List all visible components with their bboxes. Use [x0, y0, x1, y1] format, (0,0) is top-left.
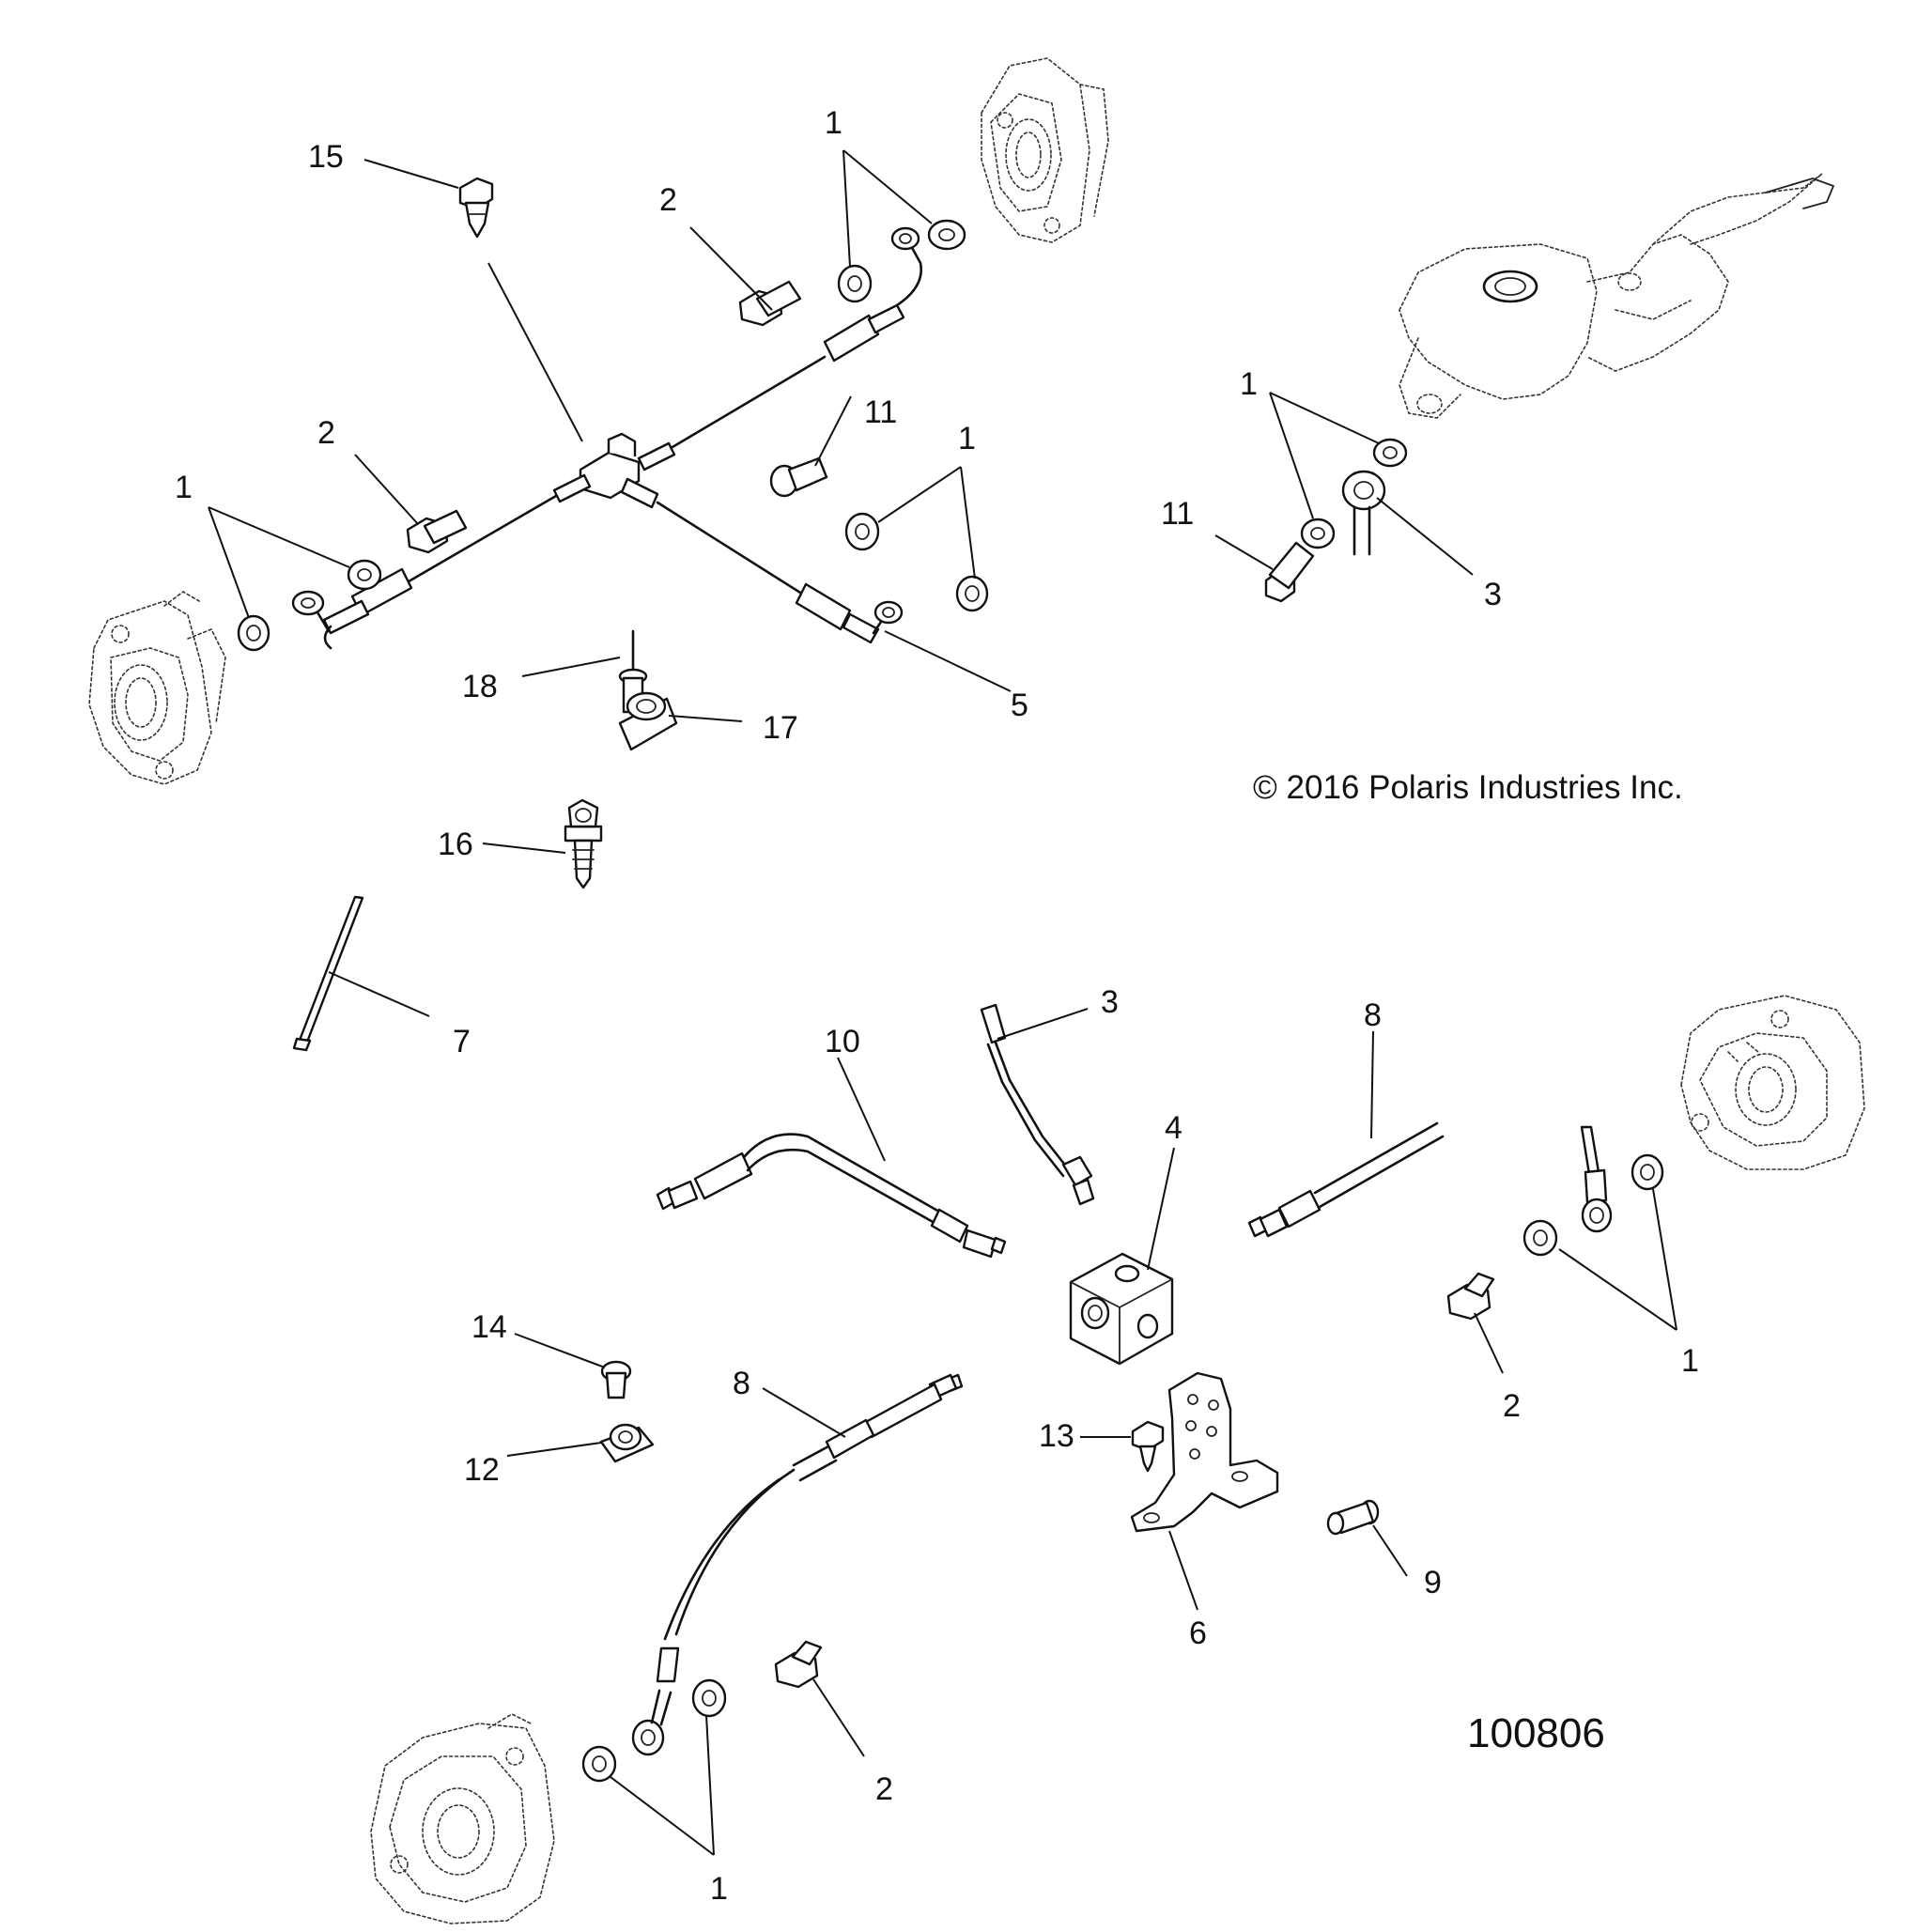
p-clamp-12	[599, 1423, 655, 1463]
cable-tie-7	[292, 895, 364, 1052]
washer-1-k	[691, 1678, 727, 1718]
callout-15: 15	[308, 139, 344, 175]
torx-screw-15	[458, 177, 494, 239]
front-right-brake-caliper	[981, 57, 1109, 243]
washer-1-g	[1372, 438, 1408, 468]
hose-clamp-17	[618, 691, 678, 751]
rear-left-brake-caliper	[370, 1713, 555, 1924]
callout-11-mid: 11	[864, 394, 897, 430]
callout-4: 4	[1165, 1110, 1182, 1146]
screw-14	[600, 1360, 632, 1399]
washer-1-f	[955, 575, 989, 612]
rear-right-brake-caliper	[1680, 995, 1865, 1170]
callout-1-master: 1	[1240, 366, 1258, 402]
callout-2-rear-right: 2	[1503, 1388, 1521, 1424]
banjo-bolt-2-a	[738, 280, 802, 327]
callout-3-lower: 3	[1101, 984, 1119, 1020]
callout-3-master: 3	[1484, 577, 1502, 612]
callout-17: 17	[763, 710, 798, 746]
rear-brake-line-10	[656, 1133, 1007, 1259]
washer-1-d	[237, 614, 270, 652]
callout-11-master: 11	[1161, 496, 1194, 532]
callout-1-bottom: 1	[710, 1871, 728, 1907]
banjo-bolt-2-b	[406, 509, 468, 554]
rear-left-brake-line-8	[631, 1373, 964, 1756]
washer-1-l	[581, 1745, 617, 1783]
washer-1-c	[347, 559, 382, 591]
callout-2-left: 2	[317, 415, 335, 451]
callout-9: 9	[1424, 1565, 1442, 1600]
callout-2-top: 2	[659, 182, 677, 218]
self-tapping-screw-13	[1131, 1420, 1165, 1473]
leader-lines	[208, 149, 1677, 1856]
front-brake-line-tee-assembly	[291, 226, 923, 650]
callout-16: 16	[438, 827, 473, 862]
master-cylinder-banjo-fitting	[1341, 470, 1386, 556]
callout-6: 6	[1189, 1615, 1207, 1651]
callout-1-left: 1	[175, 470, 193, 505]
mounting-bracket-6	[1130, 1371, 1279, 1533]
flange-bolt-11-b	[1264, 541, 1315, 603]
callout-10: 10	[825, 1024, 860, 1059]
callout-12: 12	[464, 1452, 500, 1488]
washer-1-j	[1522, 1219, 1558, 1257]
banjo-bolt-2-d	[774, 1640, 823, 1689]
callout-1-mid: 1	[958, 421, 976, 456]
callout-1-rear-right: 1	[1681, 1343, 1699, 1379]
bolt-9	[1326, 1499, 1380, 1536]
callout-8-lower: 8	[733, 1366, 750, 1401]
callout-1-top: 1	[825, 105, 842, 141]
brake-distribution-block-4	[1069, 1252, 1174, 1366]
callout-5: 5	[1011, 688, 1028, 723]
washer-1-h	[1300, 518, 1336, 549]
callout-8-right: 8	[1364, 997, 1382, 1033]
callout-7: 7	[453, 1024, 471, 1059]
copyright-notice: © 2016 Polaris Industries Inc.	[1253, 769, 1683, 806]
washer-1-b	[837, 264, 873, 303]
brake-master-cylinder-and-lever	[1399, 173, 1834, 419]
push-clip-16	[564, 798, 603, 889]
master-cylinder-brake-line-3	[980, 1003, 1095, 1206]
washer-1-e	[844, 512, 880, 551]
rear-right-brake-line-8	[1247, 1121, 1613, 1238]
washer-1-i	[1631, 1153, 1664, 1191]
crush-washer-group	[237, 219, 1664, 1783]
callout-2-bottom: 2	[875, 1771, 893, 1807]
banjo-bolt-2-c	[1446, 1272, 1495, 1321]
flange-bolt-group	[769, 456, 1315, 603]
callout-labels: 15 1 2 2 1 11 1 1 11 3 18 17 5 16 7 3 10…	[175, 105, 1699, 1907]
callout-13: 13	[1039, 1418, 1074, 1454]
callout-14: 14	[471, 1309, 507, 1345]
flange-bolt-11-a	[769, 456, 828, 498]
banjo-bolt-group	[406, 280, 1495, 1689]
drawing-number: 100806	[1467, 1710, 1605, 1756]
washer-1-a	[927, 219, 966, 251]
front-left-brake-caliper	[88, 591, 226, 785]
callout-18: 18	[462, 669, 498, 704]
